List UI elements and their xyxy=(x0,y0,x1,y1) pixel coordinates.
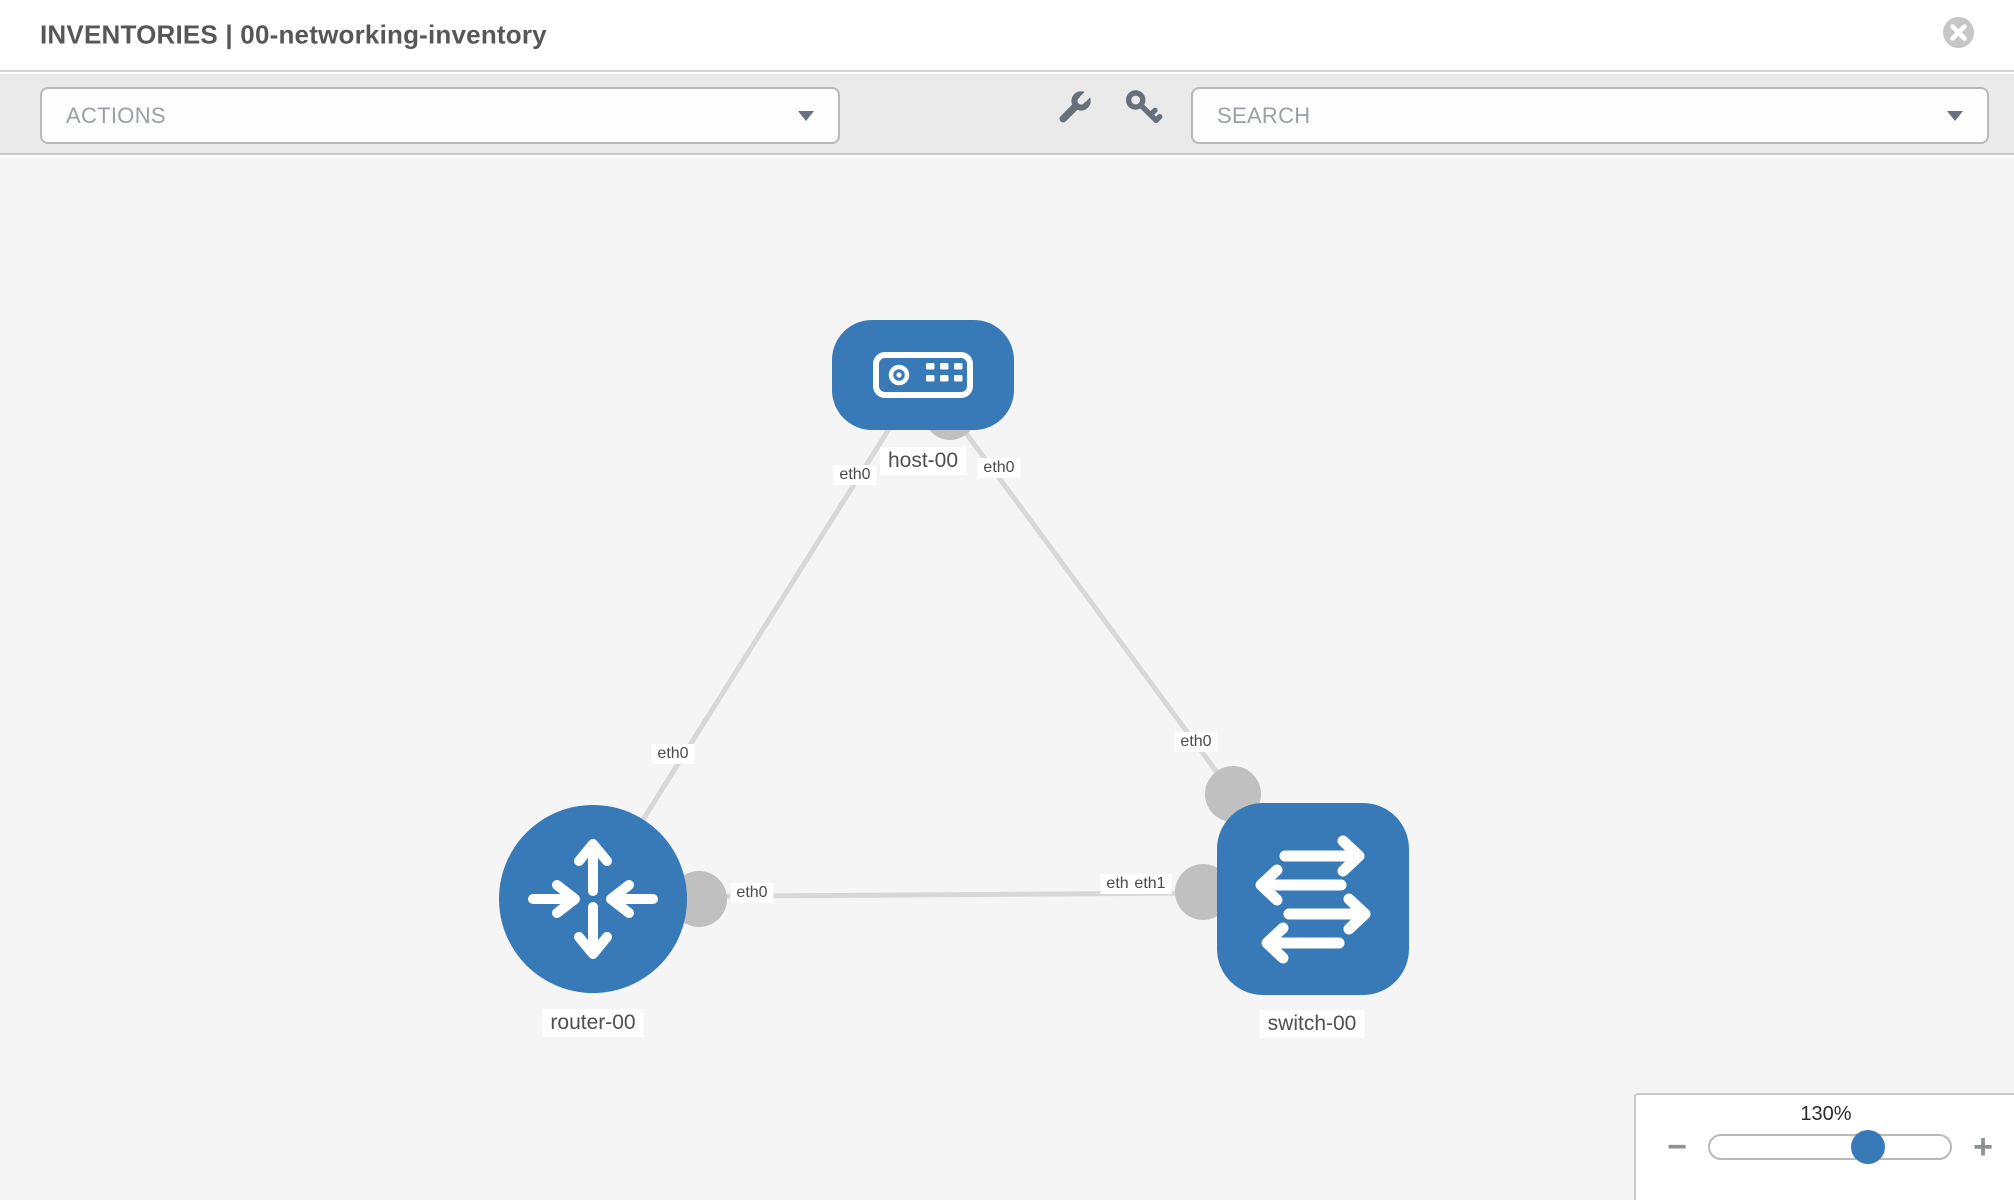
actions-dropdown-label: ACTIONS xyxy=(66,102,166,128)
link-host-router[interactable] xyxy=(590,373,926,901)
zoom-control: 130% − + xyxy=(1634,1093,2014,1200)
server-icon xyxy=(873,352,973,398)
search-dropdown[interactable] xyxy=(1191,87,1989,144)
topology-graph xyxy=(499,320,1409,995)
toolbar: ACTIONS xyxy=(0,74,2014,155)
router-icon xyxy=(528,839,658,959)
zoom-out-button[interactable]: − xyxy=(1662,1130,1692,1164)
interface-label: eth0 xyxy=(1174,732,1218,752)
interface-label: eth0 xyxy=(833,465,877,485)
zoom-slider[interactable] xyxy=(1708,1130,1952,1164)
zoom-slider-thumb[interactable] xyxy=(1851,1130,1886,1164)
node-switch-00[interactable] xyxy=(1217,803,1409,995)
interface-label: eth0 xyxy=(977,458,1021,478)
page-title: INVENTORIES | 00-networking-inventory xyxy=(40,19,547,50)
tools-button[interactable] xyxy=(1054,88,1094,128)
search-input[interactable] xyxy=(1217,102,1947,129)
interface-label: eth0 xyxy=(730,883,774,903)
zoom-level-value: 130% xyxy=(1800,1103,1852,1125)
node-router-00[interactable] xyxy=(499,805,687,993)
node-label-host: host-00 xyxy=(879,447,967,475)
chevron-down-icon xyxy=(1947,110,1963,121)
interface-label: eth1 xyxy=(1128,874,1172,894)
wrench-icon xyxy=(1054,91,1094,131)
chevron-down-icon xyxy=(798,110,814,121)
key-button[interactable] xyxy=(1123,88,1163,128)
zoom-in-button[interactable]: + xyxy=(1968,1130,1998,1164)
link-host-switch[interactable] xyxy=(920,373,1236,796)
interface-label: eth0 xyxy=(651,744,695,764)
switch-icon xyxy=(1255,835,1371,964)
node-host-00[interactable] xyxy=(832,320,1014,430)
node-label-switch: switch-00 xyxy=(1259,1010,1365,1038)
header: INVENTORIES | 00-networking-inventory xyxy=(0,0,2014,72)
node-label-router: router-00 xyxy=(542,1009,644,1037)
topology-canvas[interactable]: eth0 eth0 eth0 eth0 eth0 eth0 eth1 host-… xyxy=(0,157,2014,1200)
actions-dropdown[interactable]: ACTIONS xyxy=(40,87,840,144)
close-icon xyxy=(1942,17,1975,52)
close-button[interactable] xyxy=(1942,16,1975,49)
key-icon xyxy=(1123,90,1163,131)
